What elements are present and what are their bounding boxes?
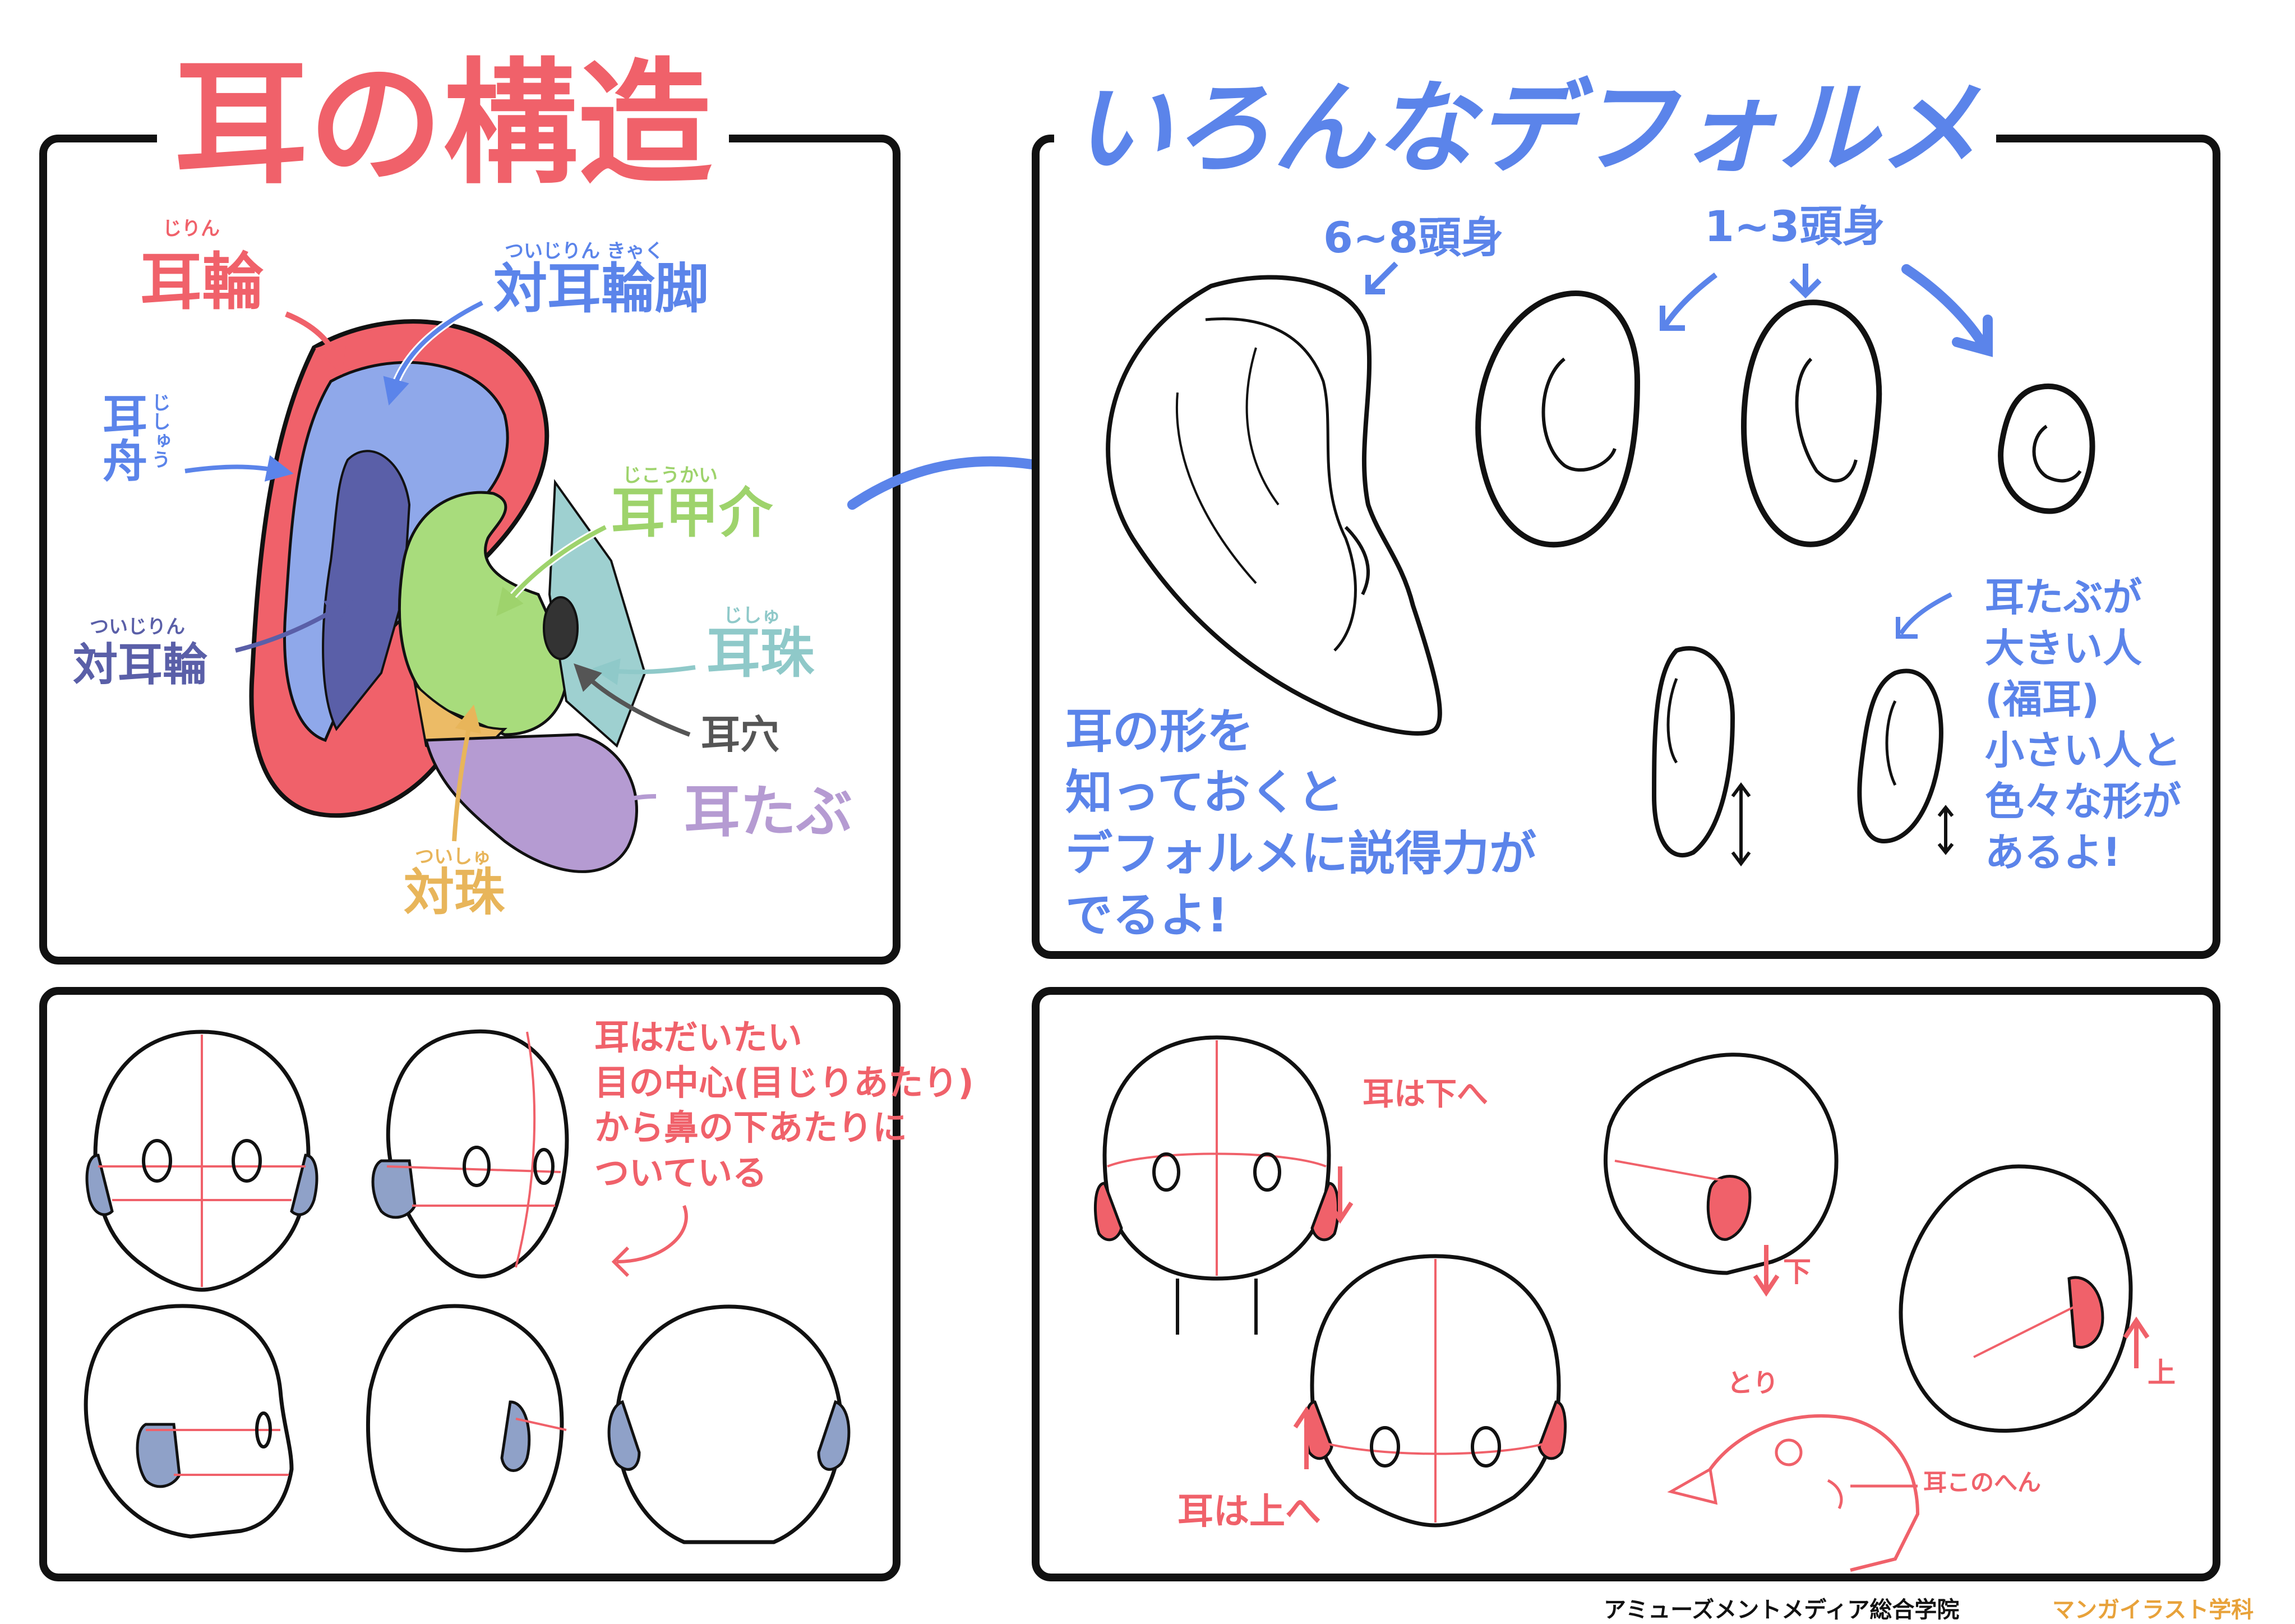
head-three-quarter: [371, 1029, 569, 1279]
ear-hole-shape: [543, 596, 579, 660]
head-profile-up: [1603, 1053, 1839, 1297]
scapha-ruby: じしゅう: [148, 393, 170, 469]
ear-structure-diagram: [249, 319, 647, 873]
side-note: 耳たぶが 大きい人 (福耳) 小さい人と 色々な形が あるよ!: [1985, 572, 2181, 878]
chibi-ear-1: [1475, 290, 1641, 548]
deformation-note-line-3: デフォルメに説得力が: [1065, 826, 1537, 882]
antihelix-label: 対耳輪: [73, 639, 207, 691]
ears-down-label: 耳は下へ: [1363, 1076, 1488, 1113]
tragus-ruby: じしゅ: [723, 605, 781, 627]
antitragus-ruby: ついしゅ: [415, 846, 491, 868]
helix-label: 耳輪: [140, 246, 264, 318]
placement-note-line-1: 耳はだいたい: [594, 1017, 802, 1058]
concha-arrow-inner: [496, 525, 607, 616]
antihelix-crus-label: 対耳輪脚: [493, 257, 709, 320]
bird-ear-label: 耳このへん: [1923, 1469, 2042, 1496]
ratio-chibi-label: 1~3頭身: [1705, 201, 1885, 251]
ratio-adult-label: 6~8頭身: [1323, 213, 1504, 262]
antihelix-crus-arrow-inner: [383, 301, 483, 406]
panel-ear-structure-title: 耳の構造: [157, 56, 729, 191]
ears-up-label: 耳は上へ: [1177, 1491, 1321, 1533]
helix-arrow: [285, 311, 347, 375]
ears-up-small-label: 上: [2148, 1357, 2176, 1389]
deformation-note: 耳の形を 知っておくと デフォルメに説得力が でるよ!: [1065, 701, 1536, 946]
side-note-line-5: 色々な形が: [1985, 778, 2181, 824]
tragus-arrow: [592, 658, 696, 685]
head-looking-up: [1094, 1035, 1354, 1335]
side-note-line-3: (福耳): [1985, 676, 2099, 722]
large-lobe-ear: [1651, 646, 1735, 857]
panel-deformation-title: いろんなデフォルメ: [1054, 79, 1997, 179]
deformation-note-line-2: 知っておくと: [1065, 765, 1345, 820]
side-note-line-4: 小さい人と: [1985, 727, 2181, 773]
deformation-note-line-4: でるよ!: [1065, 887, 1229, 943]
antihelix-crus-ruby: ついじりん きゃく: [505, 240, 664, 262]
head-profile-down: [1899, 1164, 2150, 1433]
side-note-line-6: あるよ!: [1985, 829, 2121, 875]
chibi-ear-2: [1740, 299, 1882, 547]
antihelix-region: [322, 450, 411, 731]
antihelix-ruby: ついじりん: [90, 616, 185, 638]
ear-hole-arrow: [574, 663, 691, 737]
earlobe-label: 耳たぶ: [684, 779, 852, 845]
concha-ruby: じこうかい: [622, 464, 718, 487]
placement-note-arrow: [616, 1205, 688, 1263]
small-lobe-ear: [1857, 668, 1943, 844]
deformation-note-line-1: 耳の形を: [1065, 704, 1254, 759]
placement-note-line-4: ついている: [594, 1152, 768, 1193]
side-note-arrow: [1899, 592, 1952, 635]
earlobe-arrow: [587, 794, 657, 830]
earlobe-region: [424, 733, 638, 873]
placement-note: 耳はだいたい 目の中心(目じりあたり) から鼻の下あたりに ついている: [594, 1015, 974, 1196]
ratio-chibi-arrow-1: [1663, 273, 1718, 327]
side-note-line-2: 大きい人: [1985, 625, 2142, 671]
head-back-three-quarter: [366, 1304, 567, 1553]
scapha-arrow: [184, 455, 294, 482]
antihelix-arrow: [235, 598, 354, 653]
bird-sketch: [1667, 1414, 1920, 1572]
antitragus-label: 対珠: [404, 863, 505, 922]
side-note-line-1: 耳たぶが: [1985, 574, 2142, 620]
footer-department: マンガイラスト学科: [2052, 1597, 2254, 1623]
helix-ruby: じりん: [163, 218, 220, 240]
panel1-arrows: [184, 299, 696, 842]
footer-school: アミューズメントメディア総合学院: [1604, 1597, 1960, 1623]
scapha-label: 耳舟: [95, 393, 147, 482]
head-looking-down: [1293, 1254, 1567, 1528]
placement-note-line-3: から鼻の下あたりに: [594, 1107, 908, 1148]
concha-label: 耳甲介: [611, 482, 773, 545]
tragus-label: 耳珠: [706, 622, 814, 685]
ear-hole-label: 耳穴: [701, 712, 779, 758]
ratio-adult-arrow: [1366, 261, 1398, 294]
head-profile: [84, 1304, 294, 1539]
ratio-chibi-arrow-3: [1901, 264, 1990, 353]
antitragus-arrow: [452, 704, 482, 842]
head-front: [85, 1030, 318, 1292]
realistic-ear: [1106, 275, 1442, 736]
ears-down-small-label: 下: [1783, 1256, 1811, 1288]
placement-note-line-2: 目の中心(目じりあたり): [594, 1062, 974, 1103]
head-back: [607, 1304, 851, 1544]
bird-label: とり: [1727, 1368, 1779, 1398]
